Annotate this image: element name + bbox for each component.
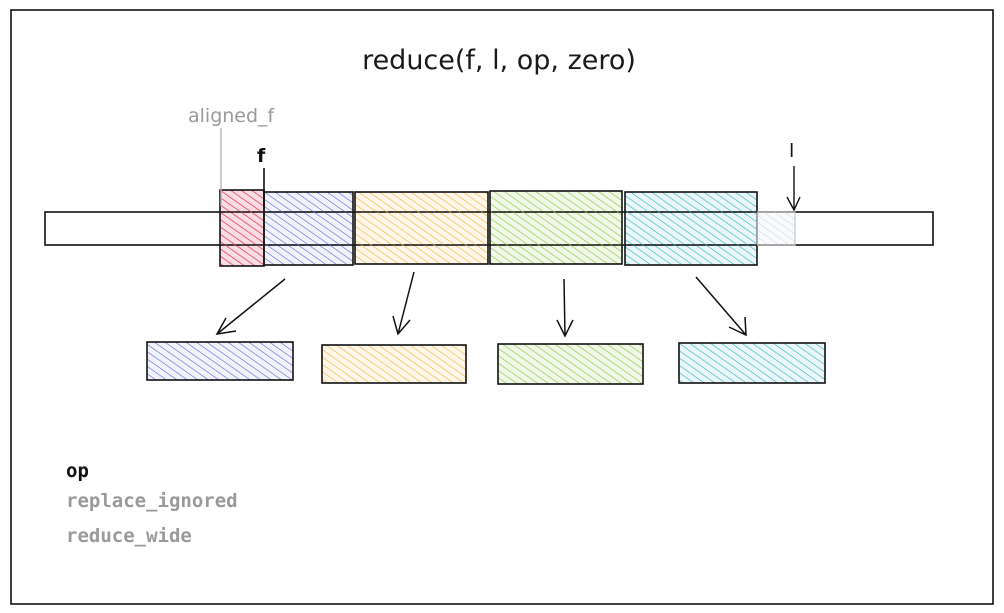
wide-block-4 [624,191,758,266]
legend-replace-ignored: replace_ignored [66,490,238,512]
ignored-suffix-block [756,211,796,246]
reduce-arrow-3-head [556,319,574,338]
diagram-title: reduce(f, l, op, zero) [362,45,636,76]
reduce-arrow-4-head [728,316,747,337]
l-label: l [789,140,794,162]
wide-block-3 [489,190,623,265]
result-block-1 [146,341,294,381]
result-block-3 [497,343,644,385]
wide-block-1 [263,191,354,266]
result-block-4 [678,342,826,384]
wide-block-2 [354,191,489,265]
l-arrow-head [786,196,801,212]
reduce-arrow-1-shaft [216,278,286,335]
reduce-arrow-1-head [215,317,237,335]
reduce-arrow-2-shaft [397,271,415,335]
outer-frame [10,9,994,605]
aligned-f-label: aligned_f [188,105,276,127]
legend-reduce-wide: reduce_wide [66,525,192,547]
ignored-prefix-block [219,189,265,267]
range-bar [44,211,934,246]
legend-op: op [66,460,89,482]
result-block-2 [321,344,467,384]
f-label: f [257,145,266,167]
reduce-arrow-4-shaft [695,276,747,336]
reduce-arrow-2-head [392,315,411,336]
reduce-arrow-3-shaft [563,278,566,337]
